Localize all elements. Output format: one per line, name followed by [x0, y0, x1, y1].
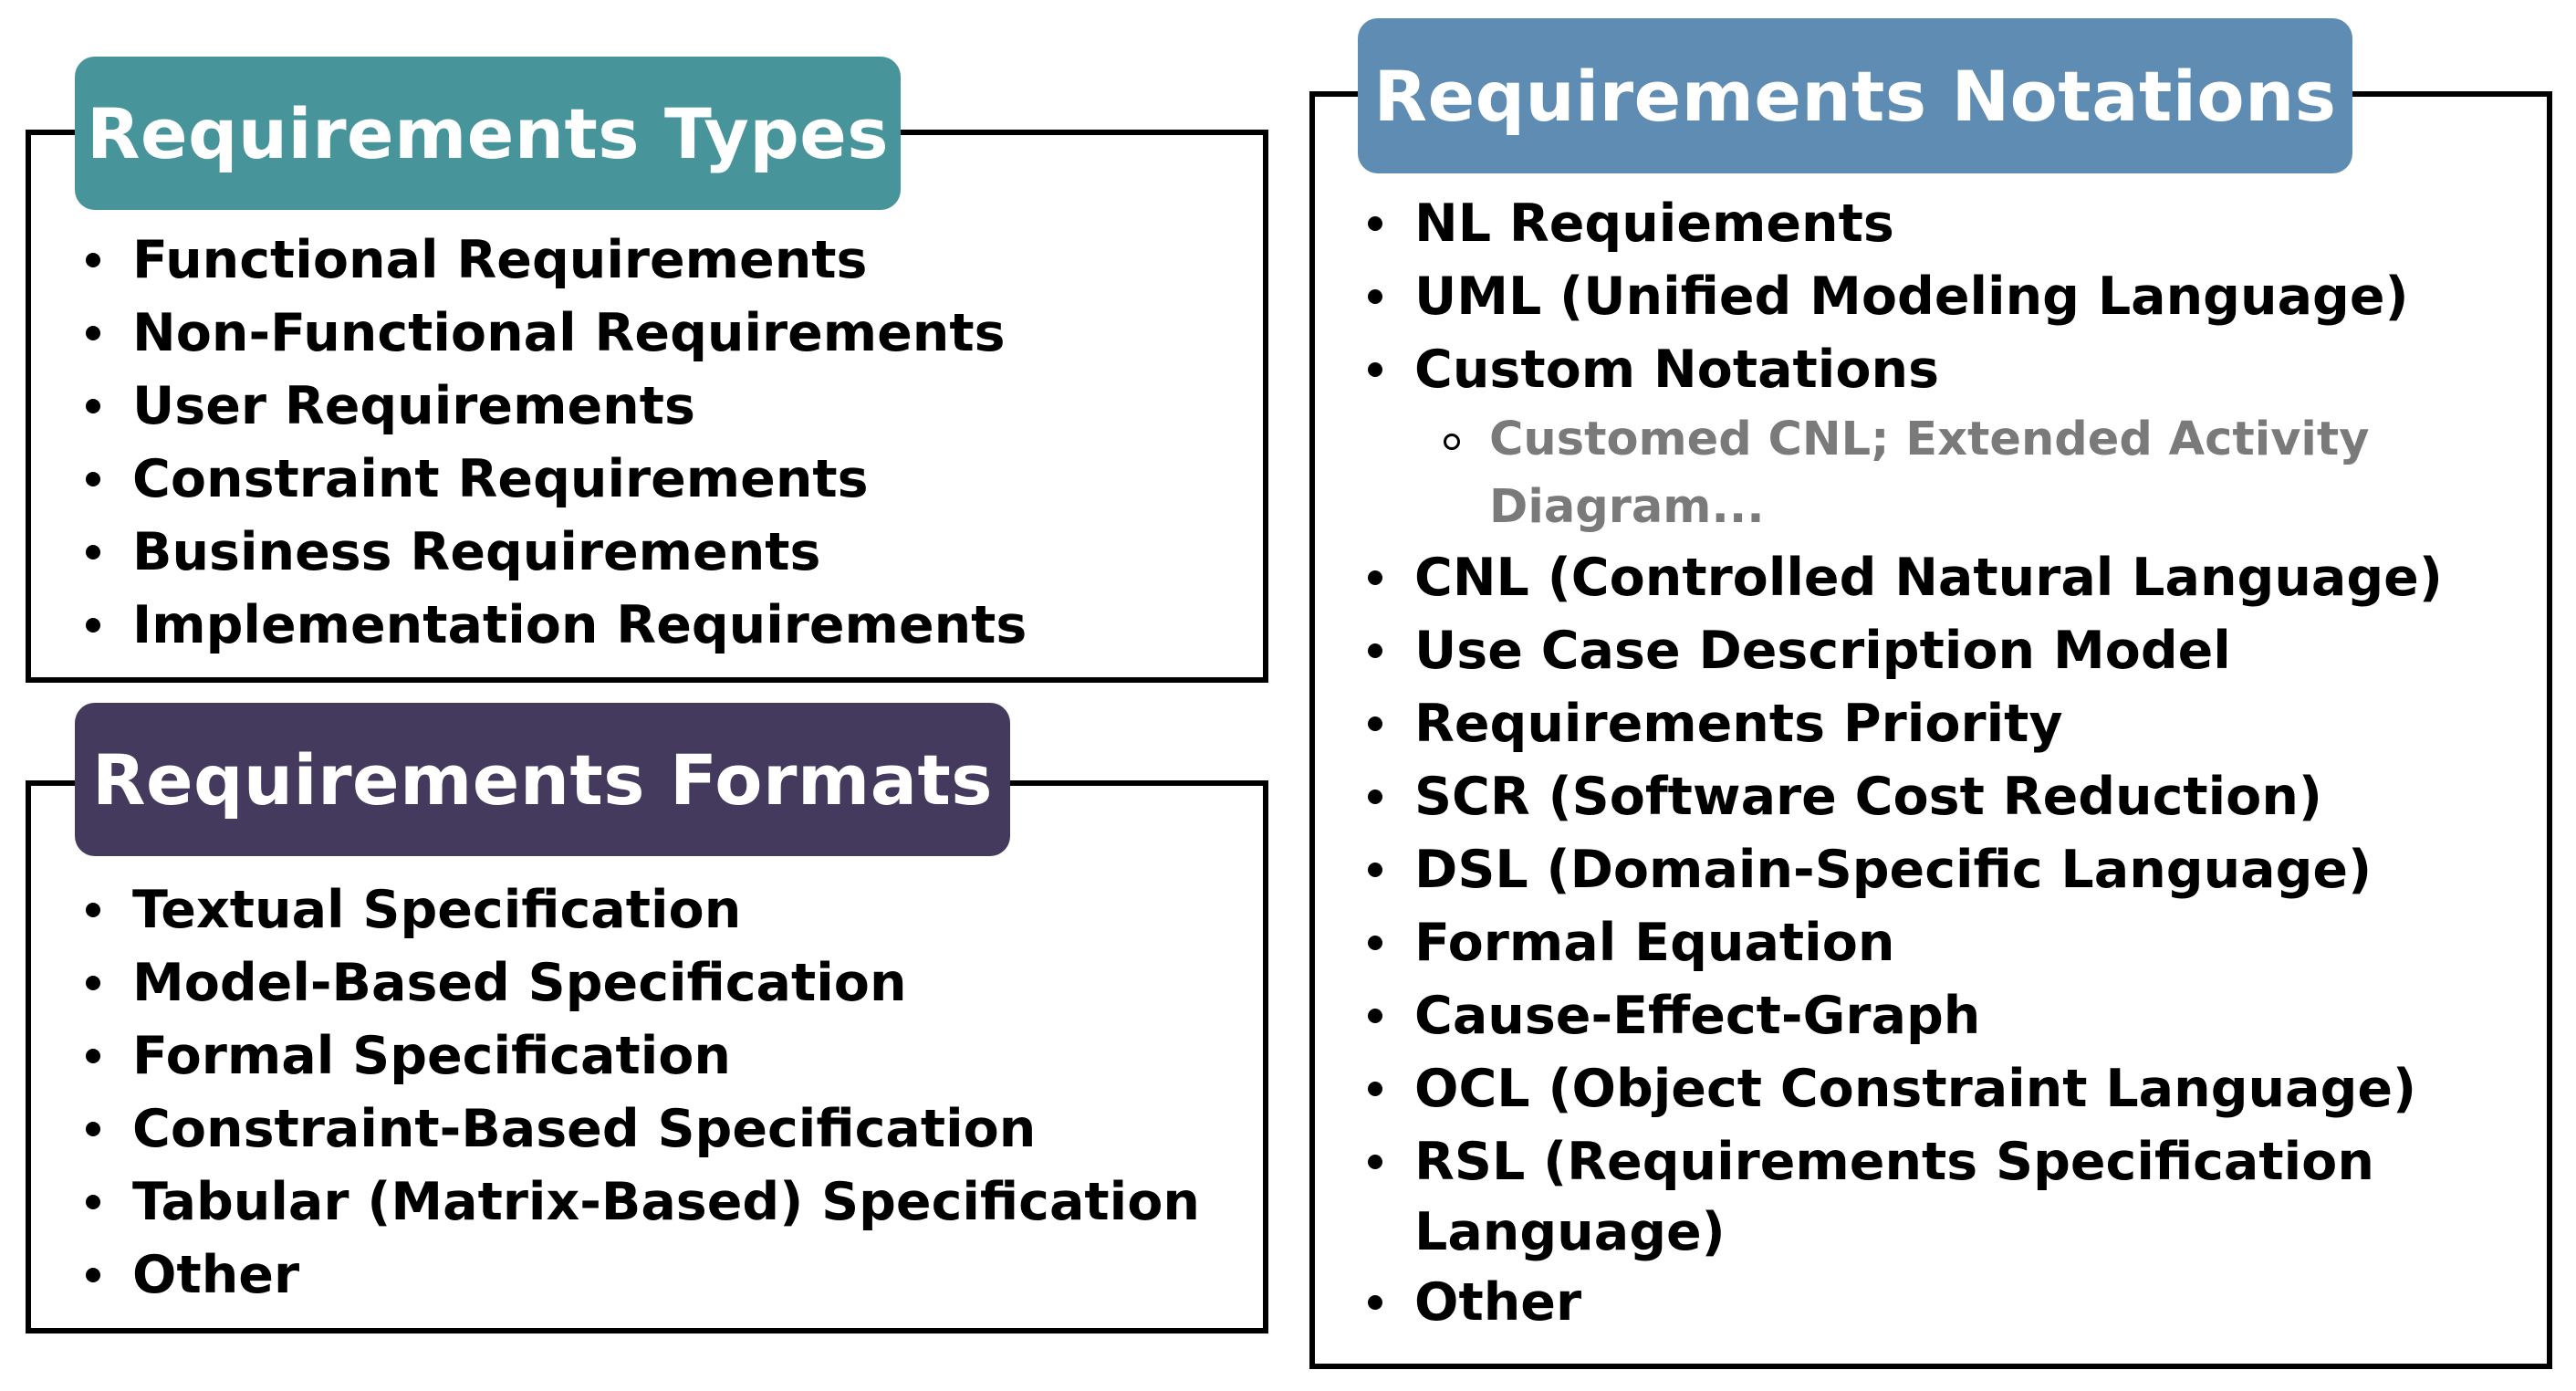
list-item: NL Requiements: [1364, 187, 2443, 260]
sub-list-item-continuation: Diagram...: [1489, 480, 1765, 534]
bullet-icon: [86, 545, 100, 560]
list-item: DSL (Domain-Specific Language): [1364, 833, 2443, 906]
bullet-icon: [86, 253, 100, 267]
bullet-icon: [86, 472, 100, 486]
list-item: Non-Functional Requirements: [82, 297, 1027, 370]
list-item: Textual Specification: [82, 873, 1200, 947]
list-item: Other: [82, 1239, 1200, 1312]
bullet-icon: [86, 1195, 100, 1209]
list-item: Tabular (Matrix-Based) Specification: [82, 1166, 1200, 1239]
bullet-icon: [86, 618, 100, 633]
list-item: Implementation Requirements: [82, 589, 1027, 662]
bullet-icon: [86, 399, 100, 413]
bullet-icon: [1368, 716, 1382, 731]
bullet-icon: [1368, 216, 1382, 231]
bullet-icon: [1368, 570, 1382, 585]
requirements-formats-box: [26, 780, 1268, 1333]
bullet-icon: [1368, 1009, 1382, 1023]
bullet-icon: [1368, 643, 1382, 658]
requirements-formats-header: Requirements Formats: [75, 703, 1010, 856]
bullet-icon: [86, 903, 100, 917]
list-item: Other: [1364, 1266, 2443, 1339]
list-item: Custom Notations: [1364, 333, 2443, 406]
requirements-types-box: [26, 130, 1268, 683]
bullet-icon: [86, 1122, 100, 1136]
requirements-types-list: Functional Requirements Non-Functional R…: [82, 224, 1027, 662]
list-item-continuation: Language): [1414, 1202, 1726, 1262]
list-item: Formal Specification: [82, 1020, 1200, 1093]
list-item: Use Case Description Model: [1364, 614, 2443, 687]
requirements-notations-list: NL Requiements UML (Unified Modeling Lan…: [1364, 187, 2443, 1339]
requirements-types-header: Requirements Types: [75, 57, 901, 210]
requirements-formats-list: Textual Specification Model-Based Specif…: [82, 873, 1200, 1312]
list-item: SCR (Software Cost Reduction): [1364, 760, 2443, 833]
bullet-icon: [86, 976, 100, 990]
list-item: Business Requirements: [82, 516, 1027, 589]
requirements-notations-header: Requirements Notations: [1358, 18, 2352, 173]
hollow-bullet-icon: [1444, 434, 1460, 450]
list-item: RSL (Requirements Specification: [1364, 1125, 2443, 1198]
bullet-icon: [1368, 289, 1382, 304]
list-item: OCL (Object Constraint Language): [1364, 1052, 2443, 1125]
requirements-notations-box: [1309, 91, 2552, 1369]
list-item: Functional Requirements: [82, 224, 1027, 297]
list-item: Constraint Requirements: [82, 443, 1027, 516]
sub-list-item: Customed CNL; Extended Activity: [1364, 406, 2443, 474]
bullet-icon: [86, 1268, 100, 1282]
list-item: User Requirements: [82, 370, 1027, 443]
list-item: Formal Equation: [1364, 906, 2443, 979]
bullet-icon: [1368, 1155, 1382, 1169]
list-item: Cause-Effect-Graph: [1364, 979, 2443, 1052]
list-item: Constraint-Based Specification: [82, 1093, 1200, 1166]
bullet-icon: [1368, 1295, 1382, 1310]
bullet-icon: [1368, 790, 1382, 804]
list-item: UML (Unified Modeling Language): [1364, 260, 2443, 333]
list-item: Requirements Priority: [1364, 687, 2443, 760]
bullet-icon: [1368, 936, 1382, 950]
bullet-icon: [1368, 863, 1382, 877]
list-item: Model-Based Specification: [82, 947, 1200, 1020]
bullet-icon: [1368, 1082, 1382, 1096]
bullet-icon: [1368, 362, 1382, 377]
bullet-icon: [86, 1049, 100, 1063]
list-item: CNL (Controlled Natural Language): [1364, 541, 2443, 614]
bullet-icon: [86, 326, 100, 340]
